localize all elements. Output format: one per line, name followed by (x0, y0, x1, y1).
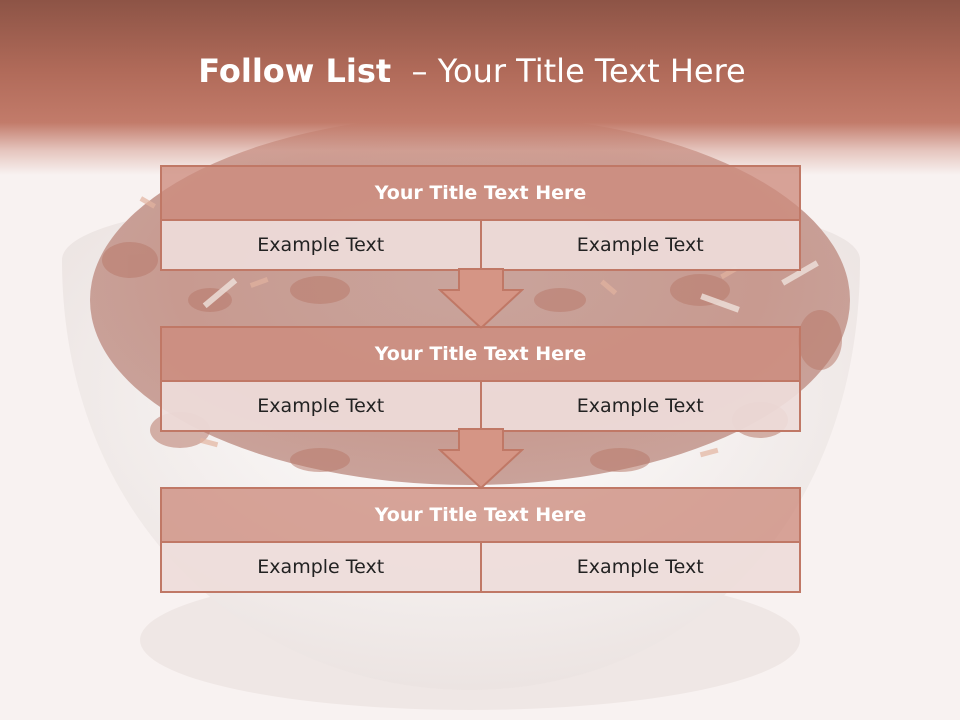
block-cell-left: Example Text (160, 543, 482, 593)
list-block-3: Your Title Text Here Example Text Exampl… (160, 487, 801, 593)
down-arrow-icon (438, 428, 524, 490)
block-row: Example Text Example Text (160, 382, 801, 432)
block-cell-right: Example Text (481, 382, 801, 432)
slide-title-bold: Follow List (198, 52, 392, 90)
block-cell-right: Example Text (481, 221, 801, 271)
block-row: Example Text Example Text (160, 543, 801, 593)
block-title: Your Title Text Here (160, 165, 801, 221)
slide-title: Follow List – Your Title Text Here (0, 52, 944, 90)
down-arrow-icon (438, 268, 524, 330)
block-row: Example Text Example Text (160, 221, 801, 271)
block-cell-left: Example Text (160, 221, 482, 271)
slide-title-rest: – Your Title Text Here (391, 52, 746, 90)
list-block-1: Your Title Text Here Example Text Exampl… (160, 165, 801, 271)
block-cell-right: Example Text (481, 543, 801, 593)
list-block-2: Your Title Text Here Example Text Exampl… (160, 326, 801, 432)
block-cell-left: Example Text (160, 382, 482, 432)
block-title: Your Title Text Here (160, 326, 801, 382)
header-band (0, 0, 960, 175)
block-title: Your Title Text Here (160, 487, 801, 543)
